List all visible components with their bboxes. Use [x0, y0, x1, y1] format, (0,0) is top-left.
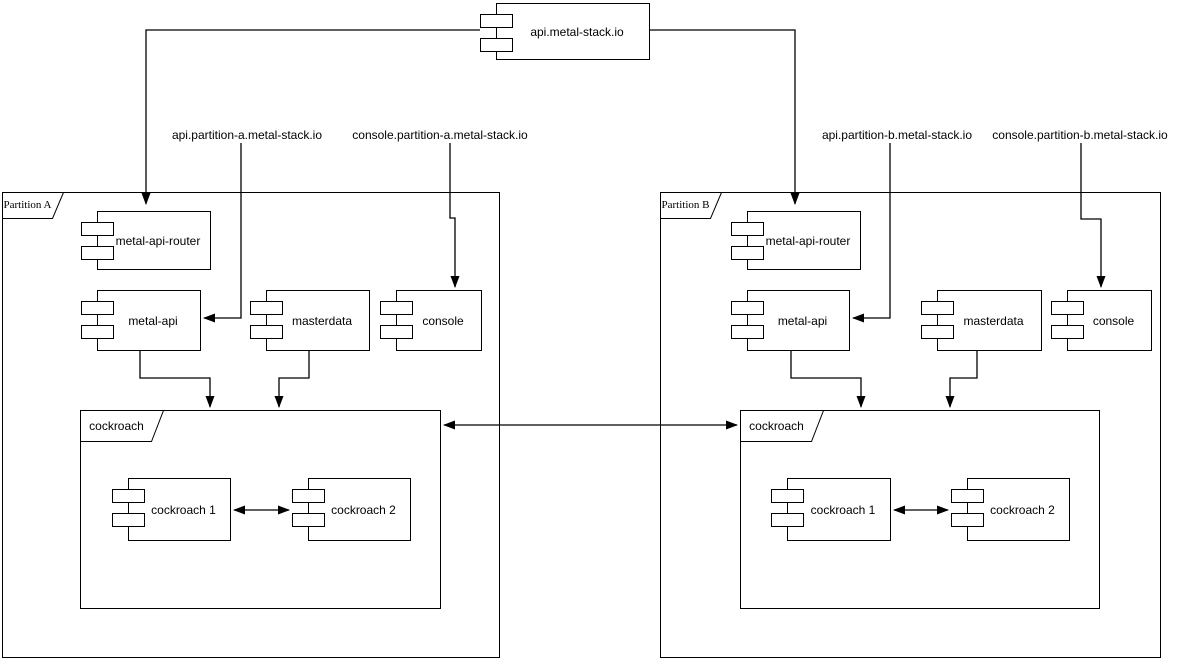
component-port-icon [1051, 325, 1084, 339]
component-label: metal-api-router [765, 233, 851, 248]
component-port-icon [731, 325, 764, 339]
component-port-icon [921, 301, 954, 315]
component-port-icon [380, 325, 413, 339]
component-port-icon [951, 489, 984, 503]
component-label: cockroach 1 [151, 502, 216, 517]
frame-tab-shape [2, 192, 65, 219]
cockroach-b-title: cockroach [749, 418, 804, 433]
component-label: masterdata [963, 313, 1024, 328]
component-label: console [1092, 313, 1135, 328]
cockroach-b-tab: cockroach [740, 410, 825, 443]
component-cockroach2-a: cockroach 2 [292, 478, 411, 541]
dns-label-console-partition-b: console.partition-b.metal-stack.io [992, 128, 1168, 142]
component-label: masterdata [291, 313, 353, 328]
component-metal-api-router-a: metal-api-router [81, 211, 211, 270]
component-cockroach2-b: cockroach 2 [951, 478, 1070, 541]
edge-root-to-router-a [141, 29, 480, 205]
component-port-icon [81, 222, 114, 236]
component-label: metal-api-router [115, 233, 201, 248]
component-masterdata-b: masterdata [921, 290, 1042, 351]
component-cockroach1-b: cockroach 1 [771, 478, 891, 541]
partition-a-tab: Partition A [2, 192, 65, 220]
component-metal-api-router-b: metal-api-router [731, 211, 861, 270]
component-port-icon [81, 325, 114, 339]
component-port-icon [731, 301, 764, 315]
component-metal-api-b: metal-api [731, 290, 850, 351]
frame-tab-shape [740, 410, 825, 442]
component-port-icon [81, 246, 114, 260]
component-port-icon [112, 489, 145, 503]
component-console-a: console [380, 290, 482, 351]
component-label: cockroach 2 [331, 502, 396, 517]
component-port-icon [480, 14, 513, 28]
component-console-b: console [1051, 290, 1152, 351]
component-port-icon [771, 513, 804, 527]
component-metal-api-a: metal-api [81, 290, 201, 351]
component-port-icon [921, 325, 954, 339]
dns-label-console-partition-a: console.partition-a.metal-stack.io [352, 128, 528, 142]
component-port-icon [771, 489, 804, 503]
cockroach-a-tab: cockroach [80, 410, 165, 443]
partition-b-title: Partition B [661, 199, 710, 211]
component-port-icon [731, 246, 764, 260]
component-api-metal-stack-io: api.metal-stack.io [480, 3, 650, 60]
component-port-icon [1051, 301, 1084, 315]
component-label: metal-api [777, 313, 828, 328]
partition-b-tab: Partition B [660, 192, 723, 220]
component-label: cockroach 2 [990, 502, 1055, 517]
cockroach-frame-b: cockroach [740, 410, 1100, 609]
component-cockroach1-a: cockroach 1 [112, 478, 231, 541]
component-port-icon [380, 301, 413, 315]
frame-tab-shape [80, 410, 165, 442]
dns-label-api-partition-b: api.partition-b.metal-stack.io [821, 128, 973, 142]
component-label: console [422, 313, 464, 328]
component-label: metal-api [128, 313, 178, 328]
component-port-icon [292, 513, 325, 527]
component-port-icon [731, 222, 764, 236]
partition-a-title: Partition A [3, 199, 52, 211]
edge-root-to-router-b [650, 29, 800, 205]
component-port-icon [951, 513, 984, 527]
component-port-icon [250, 301, 283, 315]
dns-label-api-partition-a: api.partition-a.metal-stack.io [171, 128, 323, 142]
component-masterdata-a: masterdata [250, 290, 370, 351]
component-port-icon [112, 513, 145, 527]
component-port-icon [250, 325, 283, 339]
component-label: cockroach 1 [810, 502, 876, 517]
component-port-icon [81, 301, 114, 315]
cockroach-a-title: cockroach [89, 418, 144, 433]
cockroach-frame-a: cockroach [80, 410, 441, 609]
component-label: api.metal-stack.io [530, 24, 624, 39]
component-port-icon [292, 489, 325, 503]
component-port-icon [480, 38, 513, 52]
